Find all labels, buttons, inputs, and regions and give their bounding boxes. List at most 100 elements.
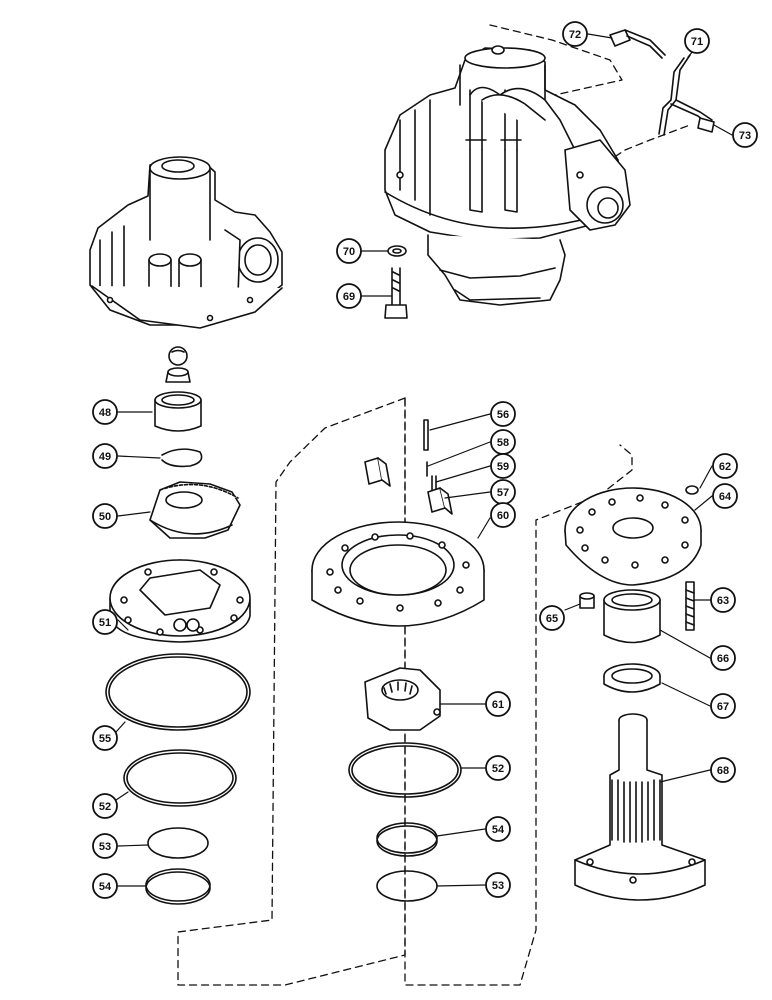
bolt-69 — [384, 267, 408, 319]
callout-circle — [710, 757, 736, 783]
callout-number: 58 — [497, 437, 509, 449]
callout-58: 58 — [490, 429, 516, 455]
o-ring-62 — [685, 485, 699, 495]
o-ring-53-center — [376, 870, 438, 902]
callout-circle — [92, 399, 118, 425]
callout-54a: 54 — [92, 873, 118, 899]
callout-circle — [485, 755, 511, 781]
callout-circle — [539, 605, 565, 631]
callout-53b: 53 — [485, 872, 511, 898]
callout-number: 72 — [569, 29, 581, 41]
callout-number: 69 — [343, 291, 355, 303]
callout-circle — [485, 816, 511, 842]
callout-number: 49 — [99, 451, 111, 463]
spring-59 — [431, 475, 437, 491]
backup-ring-54-center — [376, 822, 438, 857]
callout-52a: 52 — [92, 793, 118, 819]
callout-52b: 52 — [485, 755, 511, 781]
cam-ring-60 — [311, 521, 485, 627]
callout-number: 54 — [99, 881, 112, 893]
callout-circle — [92, 443, 118, 469]
fitting-72 — [609, 29, 666, 59]
pump-flange-51 — [109, 559, 251, 643]
callout-number: 59 — [497, 461, 509, 473]
group-boundary-left — [177, 397, 406, 986]
callout-50: 50 — [92, 503, 118, 529]
fitting-73 — [697, 117, 715, 133]
callout-72: 72 — [562, 21, 588, 47]
snap-ring-49 — [161, 448, 203, 468]
callout-63: 63 — [710, 587, 736, 613]
callout-62: 62 — [712, 453, 738, 479]
callout-number: 73 — [739, 130, 751, 142]
callout-circle — [490, 502, 516, 528]
callout-number: 53 — [99, 841, 111, 853]
callout-circle — [712, 453, 738, 479]
callout-circle — [710, 693, 736, 719]
callout-number: 60 — [497, 510, 509, 522]
callout-49: 49 — [92, 443, 118, 469]
o-ring-52-left — [123, 749, 237, 807]
callout-number: 68 — [717, 765, 729, 777]
callout-number: 48 — [99, 407, 111, 419]
plate-64 — [564, 487, 702, 586]
callout-65: 65 — [539, 605, 565, 631]
motor-assembly — [384, 45, 631, 306]
callout-number: 62 — [719, 461, 731, 473]
callout-circle — [92, 793, 118, 819]
callout-70: 70 — [336, 238, 362, 264]
callout-circle — [710, 587, 736, 613]
callout-circle — [562, 21, 588, 47]
callout-number: 71 — [691, 36, 703, 48]
callout-66: 66 — [710, 645, 736, 671]
callout-circle — [485, 691, 511, 717]
vane-57 — [427, 487, 453, 515]
callout-number: 66 — [717, 653, 729, 665]
callout-51: 51 — [92, 609, 118, 635]
callout-64: 64 — [712, 483, 738, 509]
vane-left — [364, 457, 391, 487]
rotor-61 — [364, 667, 441, 731]
stud-63 — [685, 581, 695, 631]
callout-56: 56 — [490, 401, 516, 427]
callout-circle — [92, 873, 118, 899]
callout-number: 56 — [497, 409, 509, 421]
callout-53a: 53 — [92, 833, 118, 859]
needle-bearing-48 — [154, 391, 202, 432]
callout-number: 64 — [719, 491, 732, 503]
callout-55: 55 — [92, 725, 118, 751]
callout-circle — [490, 401, 516, 427]
callout-57: 57 — [490, 479, 516, 505]
callout-59: 59 — [490, 453, 516, 479]
callout-73: 73 — [732, 122, 758, 148]
callout-71: 71 — [684, 28, 710, 54]
callout-number: 50 — [99, 511, 111, 523]
callout-54b: 54 — [485, 816, 511, 842]
group-boundary-center — [404, 397, 633, 986]
nut — [165, 367, 191, 383]
plug-65 — [579, 592, 595, 609]
callout-61: 61 — [485, 691, 511, 717]
callout-number: 53 — [492, 880, 504, 892]
leader-lines — [115, 33, 733, 887]
backup-ring-54-left — [145, 868, 211, 905]
callout-number: 63 — [717, 595, 729, 607]
callout-69: 69 — [336, 283, 362, 309]
callout-layer: 48 49 50 51 55 52 53 54 56 58 59 57 60 61 52 54 53 62 64 63… — [92, 21, 758, 899]
callout-number: 51 — [99, 617, 111, 629]
output-shaft-68 — [574, 713, 706, 901]
callout-circle — [712, 483, 738, 509]
callout-number: 57 — [497, 487, 509, 499]
gear-50 — [149, 481, 241, 539]
callout-circle — [710, 645, 736, 671]
callout-circle — [92, 725, 118, 751]
callout-number: 61 — [492, 699, 504, 711]
callout-68: 68 — [710, 757, 736, 783]
callout-number: 67 — [717, 701, 729, 713]
callout-circle — [92, 833, 118, 859]
callout-60: 60 — [490, 502, 516, 528]
seal-67 — [603, 663, 661, 693]
callout-number: 70 — [343, 246, 355, 258]
pump-cover-housing — [89, 156, 283, 329]
